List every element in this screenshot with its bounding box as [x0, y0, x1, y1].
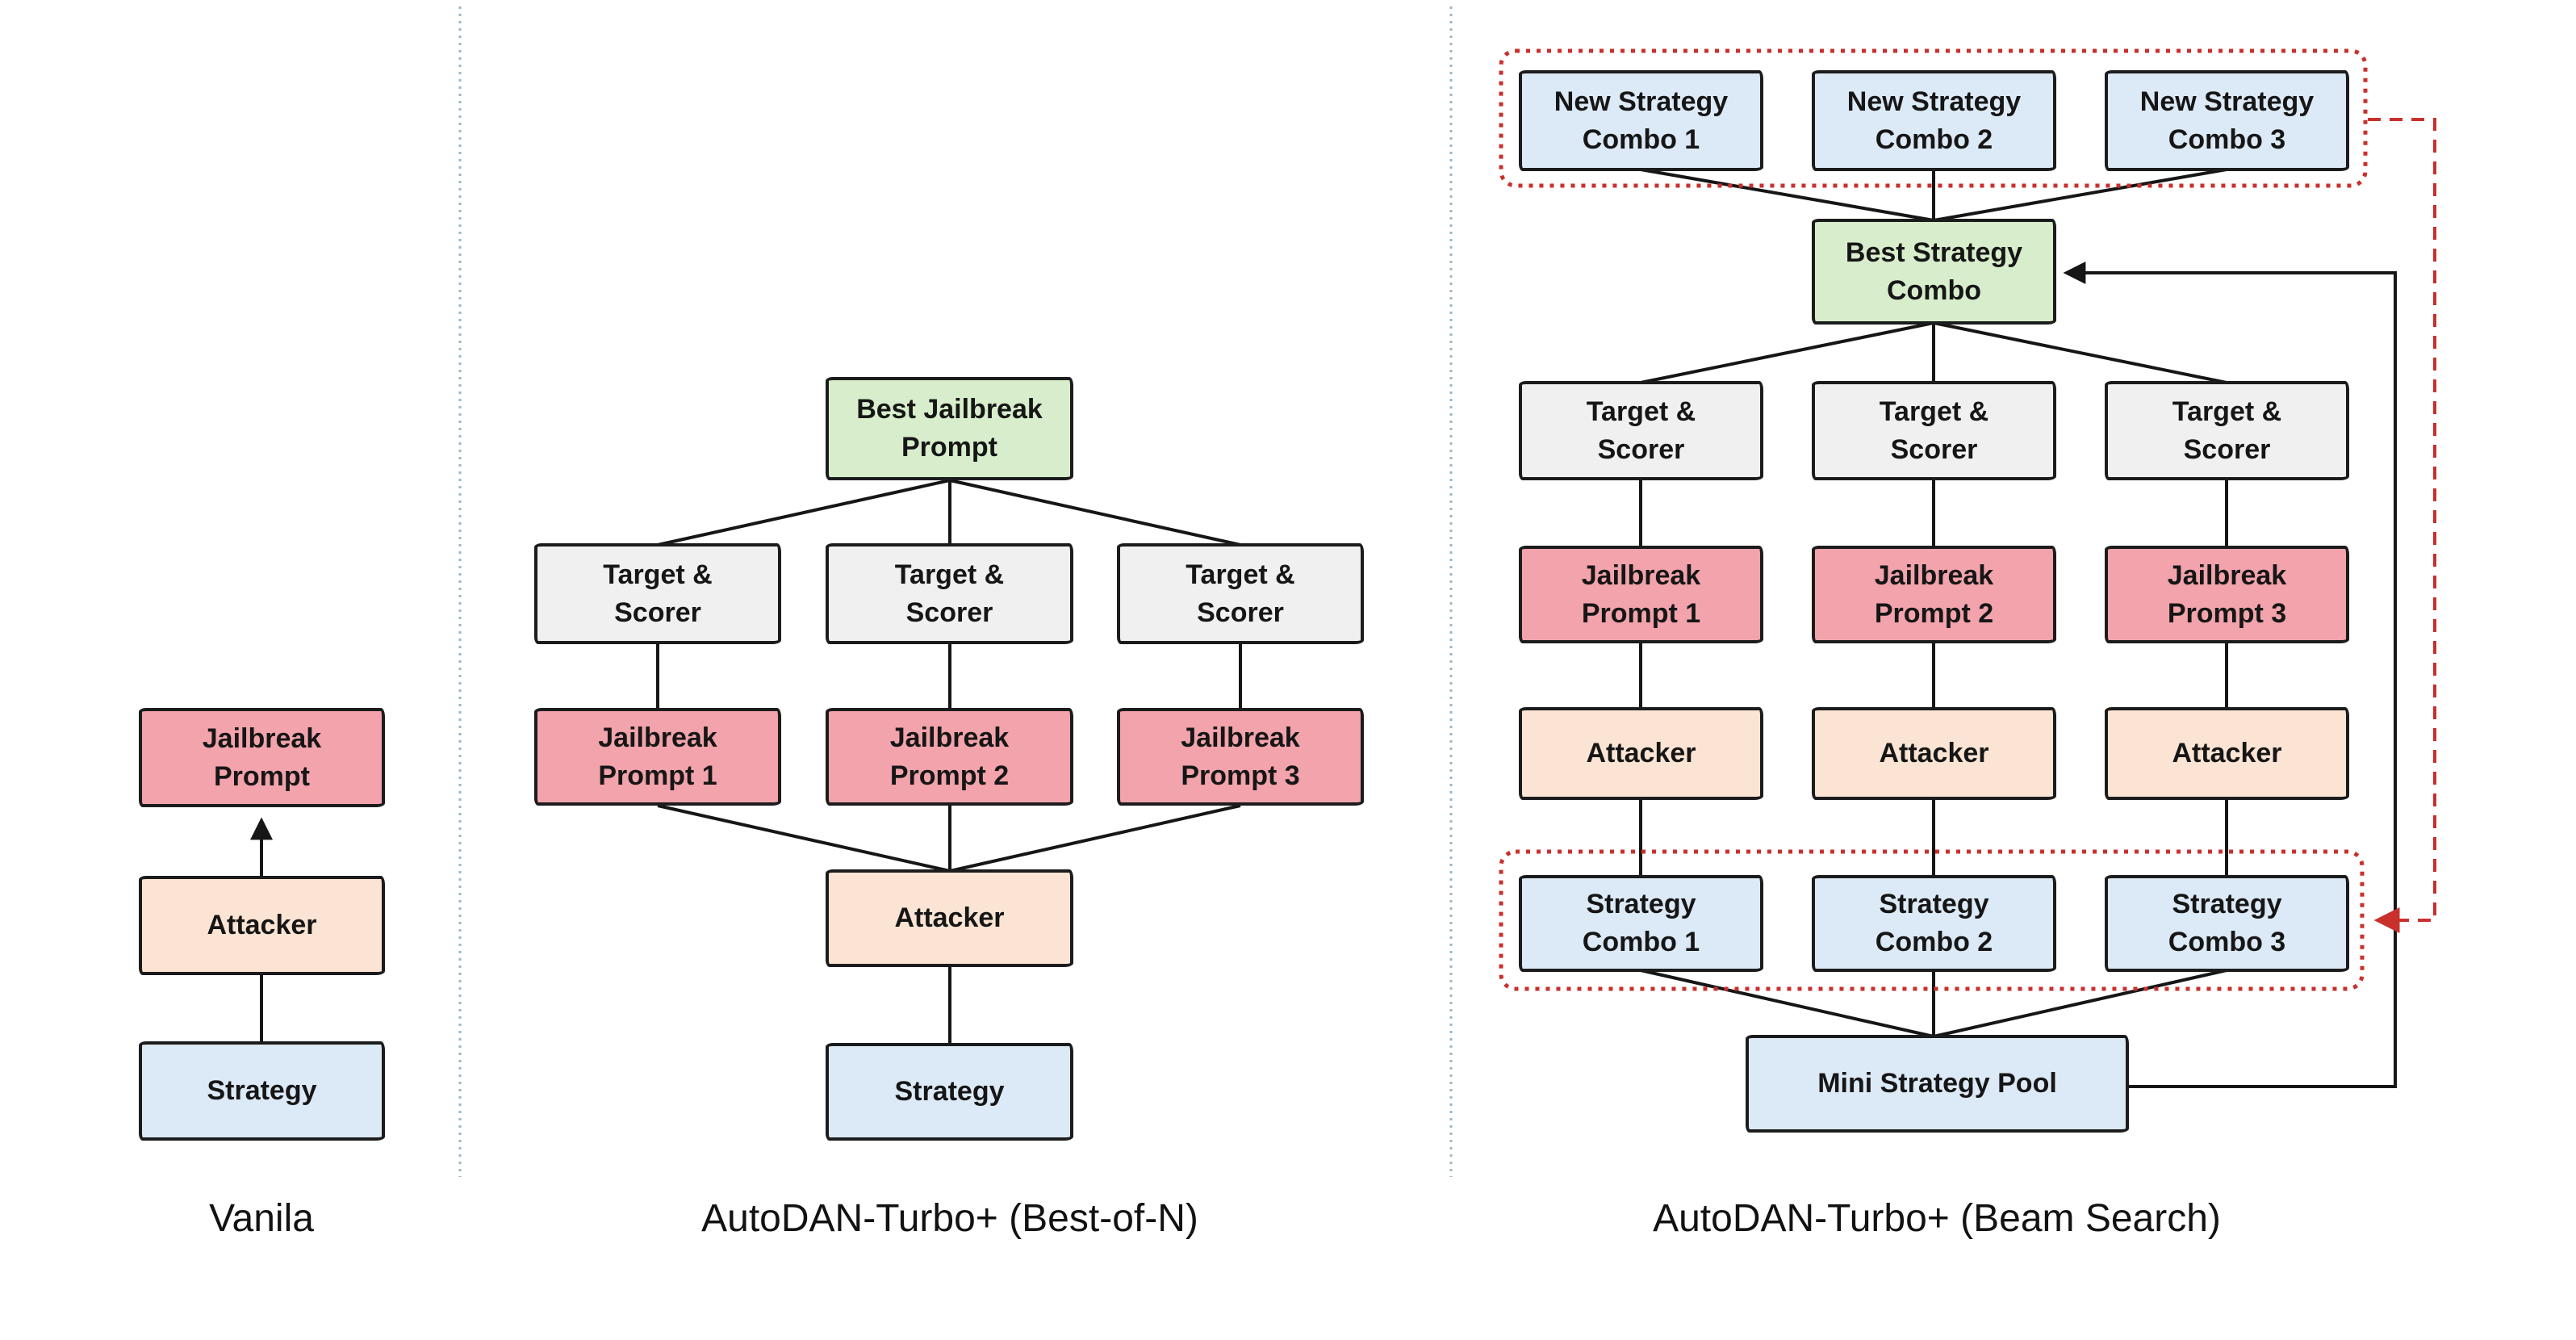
- panel-dividers: [458, 6, 1453, 1177]
- caption-beam-search: AutoDAN-Turbo+ (Beam Search): [1653, 1197, 2221, 1240]
- node-vanilla-strategy: Strategy: [139, 1041, 385, 1141]
- node-beam-attacker-1: Attacker: [1519, 707, 1763, 800]
- node-beam-strategy-combo-3: Strategy Combo 3: [2105, 875, 2349, 972]
- node-bestofn-jailbreak-prompt-1: Jailbreak Prompt 1: [534, 708, 781, 806]
- caption-vanilla: Vanila: [209, 1197, 314, 1240]
- node-beam-target-scorer-1: Target & Scorer: [1519, 381, 1763, 480]
- edge-pool-to-best-combo-feedback: [2063, 262, 2397, 1088]
- node-beam-jailbreak-prompt-3: Jailbreak Prompt 3: [2105, 546, 2349, 643]
- node-beam-new-strategy-combo-2: New Strategy Combo 2: [1812, 70, 2056, 171]
- node-bestofn-target-scorer-1: Target & Scorer: [534, 543, 781, 644]
- edges-black: [250, 168, 2397, 1088]
- node-bestofn-strategy: Strategy: [826, 1043, 1073, 1141]
- node-bestofn-best-jailbreak-prompt: Best Jailbreak Prompt: [826, 377, 1073, 480]
- node-beam-strategy-combo-2: Strategy Combo 2: [1812, 875, 2056, 972]
- node-bestofn-jailbreak-prompt-3: Jailbreak Prompt 3: [1117, 708, 1364, 806]
- node-vanilla-jailbreak-prompt: Jailbreak Prompt: [139, 708, 385, 807]
- node-beam-attacker-2: Attacker: [1812, 707, 2056, 800]
- node-beam-strategy-combo-1: Strategy Combo 1: [1519, 875, 1763, 972]
- node-beam-new-strategy-combo-1: New Strategy Combo 1: [1519, 70, 1763, 171]
- node-bestofn-target-scorer-2: Target & Scorer: [826, 543, 1073, 644]
- node-beam-mini-strategy-pool: Mini Strategy Pool: [1746, 1035, 2129, 1133]
- node-beam-target-scorer-3: Target & Scorer: [2105, 381, 2349, 480]
- node-beam-new-strategy-combo-3: New Strategy Combo 3: [2105, 70, 2349, 171]
- edges-red: [1499, 48, 2436, 991]
- node-beam-best-strategy-combo: Best Strategy Combo: [1812, 219, 2056, 325]
- node-beam-jailbreak-prompt-1: Jailbreak Prompt 1: [1519, 546, 1763, 643]
- node-beam-target-scorer-2: Target & Scorer: [1812, 381, 2056, 480]
- node-beam-attacker-3: Attacker: [2105, 707, 2349, 800]
- caption-bestofn: AutoDAN-Turbo+ (Best-of-N): [701, 1197, 1198, 1240]
- node-beam-jailbreak-prompt-2: Jailbreak Prompt 2: [1812, 546, 2056, 643]
- node-bestofn-target-scorer-3: Target & Scorer: [1117, 543, 1364, 644]
- node-bestofn-jailbreak-prompt-2: Jailbreak Prompt 2: [826, 708, 1073, 806]
- node-vanilla-attacker: Attacker: [139, 876, 385, 975]
- node-bestofn-attacker: Attacker: [826, 869, 1073, 967]
- edge-new-combos-to-combos-feedback: [2368, 118, 2436, 933]
